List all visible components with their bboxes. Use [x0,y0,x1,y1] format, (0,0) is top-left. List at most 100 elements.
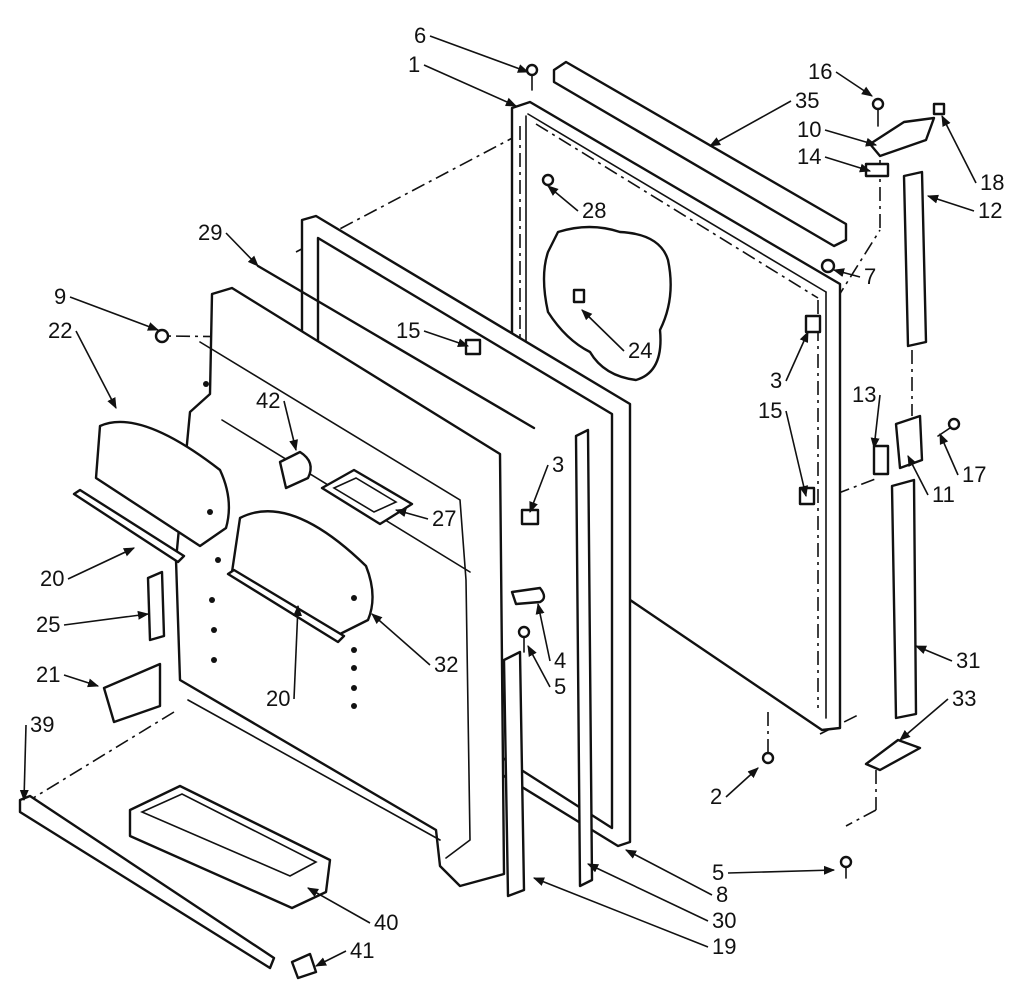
leader-c21 [63,674,100,688]
leader-c3b [529,464,549,514]
door-stop-clip-a [520,508,540,526]
callout-c10: 10 [797,117,821,142]
leader-c5a [527,645,551,688]
callout-c27: 27 [432,506,456,531]
callout-c25: 25 [36,612,60,637]
lower-shelf-rail [226,568,346,644]
leader-c12 [926,194,975,212]
callout-c35: 35 [795,88,819,113]
door-stop-clip-b [464,338,482,356]
callout-c31: 31 [956,648,980,673]
callout-c6: 6 [414,23,426,48]
leader-c20a [67,547,136,580]
leader-c33 [899,698,949,741]
callout-c1: 1 [408,52,420,77]
callout-leaders [19,35,977,967]
callout-c2: 2 [710,784,722,809]
hinge-spacer [872,444,890,476]
bin-bracket [146,570,166,642]
leader-c16 [835,71,873,97]
leader-c41 [314,950,347,967]
callout-c12: 12 [978,198,1002,223]
callout-c5a: 5 [554,674,566,699]
leader-c8 [625,849,713,896]
leader-c35 [709,100,792,147]
leader-c2 [725,767,759,798]
callout-c11: 11 [932,482,955,507]
callout-c30: 30 [712,908,736,933]
leader-c32 [371,613,431,666]
callout-c13: 13 [852,382,876,407]
leader-c4 [535,602,551,662]
callout-c18: 18 [980,170,1004,195]
callout-c17: 17 [962,462,986,487]
leader-c15b [785,410,809,498]
leader-c1 [423,64,518,107]
leader-c15a [423,330,470,347]
leader-c7 [832,268,861,278]
upper-door-bin [94,420,231,548]
callout-c15b: 15 [758,398,782,423]
leader-c39 [19,724,29,802]
top-handle-cap [902,170,928,348]
handle-side-trim [502,650,526,898]
leader-c31 [914,645,953,662]
leader-c13 [870,394,881,450]
leader-c11 [907,455,929,496]
callout-c9: 9 [54,284,66,309]
leader-c19 [532,877,709,948]
callout-c19: 19 [712,934,736,959]
callout-c39: 39 [30,712,54,737]
callout-c21: 21 [36,662,60,687]
callout-c40: 40 [374,910,398,935]
callout-c41: 41 [350,938,374,963]
utility-bracket [102,662,162,724]
callout-c32: 32 [434,652,458,677]
dairy-door-inner [332,477,398,513]
trim-end-cap [290,952,318,980]
leader-c9 [69,296,160,331]
callout-c33: 33 [952,686,976,711]
callout-c4: 4 [554,648,566,673]
foam-clip [572,288,586,304]
hinge-pin-b [798,486,816,506]
leader-c18 [941,115,977,184]
callout-c20a: 20 [40,566,64,591]
leader-c14 [824,156,872,173]
callout-c3b: 3 [552,452,564,477]
top-hinge [868,116,936,158]
screws [154,63,961,879]
leader-c3a [785,330,809,382]
callout-c3a: 3 [770,368,782,393]
retainer-strip [256,264,536,430]
light-shield [278,450,312,490]
door-stop [864,738,922,772]
door-handle [890,478,918,720]
bottom-hinge [894,414,924,470]
leader-c40 [307,887,371,924]
leader-c20b [293,604,303,700]
foam-insulation-patch [542,225,672,382]
leader-c24 [581,309,625,352]
callout-c8: 8 [716,882,728,907]
top-trim-strip [552,60,848,248]
hinge-pin-a [804,314,822,334]
leader-c27 [394,508,429,520]
callout-c42: 42 [256,388,280,413]
leader-c28 [547,185,579,212]
leader-c42 [283,400,298,452]
callout-c28: 28 [582,198,606,223]
leader-c17 [939,432,959,476]
callout-c7: 7 [864,264,876,289]
callout-c20b: 20 [266,686,290,711]
leader-c5b [727,865,836,875]
door-stop-plate [510,586,546,606]
leader-c25 [63,610,150,626]
bottom-door-bin [128,784,332,910]
leader-c29 [225,232,259,267]
callout-c24: 24 [628,338,652,363]
callout-c22: 22 [48,318,72,343]
